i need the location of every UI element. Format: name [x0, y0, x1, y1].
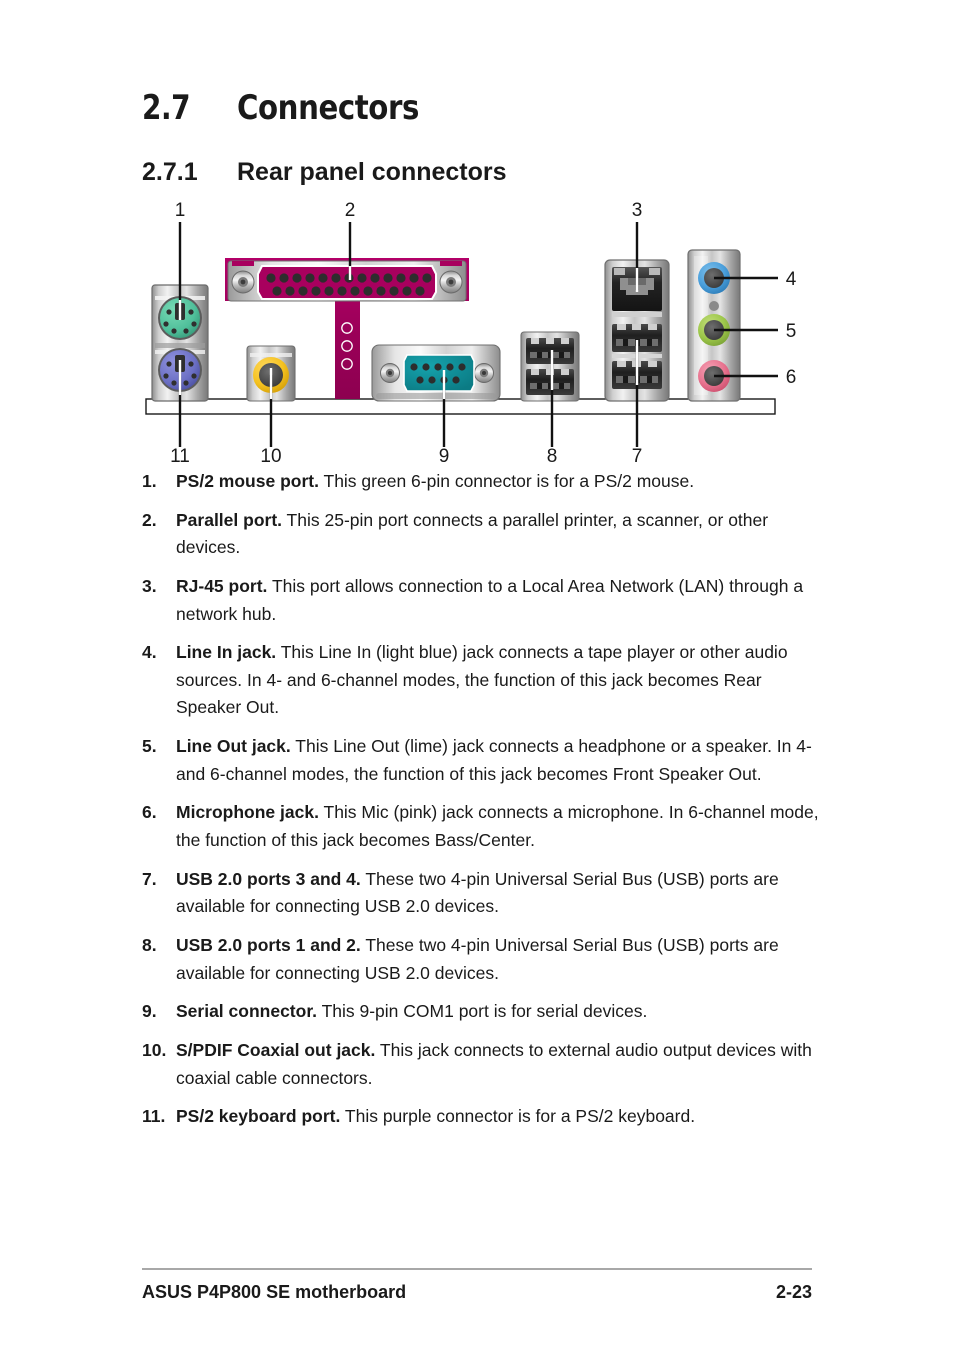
list-item: 8. USB 2.0 ports 1 and 2. These two 4-pi…: [142, 932, 822, 987]
list-item: 3. RJ-45 port. This port allows connecti…: [142, 573, 822, 628]
list-item: 1. PS/2 mouse port. This green 6-pin con…: [142, 468, 822, 496]
list-item-body: Parallel port. This 25-pin port connects…: [176, 507, 822, 562]
callout-4: 4: [786, 269, 797, 290]
list-item-lead: PS/2 mouse port.: [176, 471, 319, 491]
list-item-text: This port allows connection to a Local A…: [176, 575, 804, 624]
parallel-port: [225, 258, 469, 399]
callout-6: 6: [786, 367, 797, 388]
rear-panel-connectors-diagram: 1 2 3 4 5 6 7 8 9 10 11: [0, 200, 954, 465]
audio-jack-panel: [687, 249, 741, 402]
list-item-text: These two 4-pin Universal Serial Bus (US…: [176, 934, 779, 983]
callout-5: 5: [786, 321, 797, 342]
list-item-text: This jack connects to external audio out…: [176, 1039, 812, 1088]
list-item-text: This Mic (pink) jack connects a micropho…: [176, 802, 819, 851]
list-item: 6. Microphone jack. This Mic (pink) jack…: [142, 799, 822, 854]
list-item-lead: Parallel port.: [176, 509, 283, 530]
list-item-body: Microphone jack. This Mic (pink) jack co…: [176, 799, 822, 854]
callout-1: 1: [175, 200, 186, 221]
list-item-text: This Line Out (lime) jack connects a hea…: [176, 736, 812, 784]
callout-leader-highlights: [178, 266, 639, 399]
callout-7: 7: [632, 446, 643, 465]
footer-divider: [142, 1268, 812, 1270]
subsection-heading: 2.7.1 Rear panel connectors: [142, 158, 842, 187]
list-item-index: 6.: [142, 802, 157, 823]
list-item-body: Line Out jack. This Line Out (lime) jack…: [176, 733, 822, 788]
list-item-body: PS/2 mouse port. This green 6-pin connec…: [176, 468, 822, 496]
list-item-index: 1.: [142, 471, 157, 491]
list-item-lead: PS/2 keyboard port.: [176, 1106, 341, 1127]
list-item-body: Line In jack. This Line In (light blue) …: [176, 639, 822, 722]
list-item-lead: Line In jack.: [176, 642, 277, 663]
list-item-index: 11.: [142, 1106, 166, 1127]
list-item-lead: Line Out jack.: [176, 736, 291, 757]
page-footer: ASUS P4P800 SE motherboard 2-23: [142, 1282, 812, 1303]
list-item-text: This Line In (light blue) jack connects …: [176, 642, 788, 718]
list-item-body: USB 2.0 ports 1 and 2. These two 4-pin U…: [176, 932, 822, 987]
section-title: Connectors: [237, 88, 419, 128]
list-item-index: 10.: [142, 1039, 167, 1060]
list-item-text: These two 4-pin Universal Serial Bus (US…: [176, 868, 779, 917]
usb-port-top: [526, 338, 574, 364]
list-item-body: RJ-45 port. This port allows connection …: [176, 573, 822, 628]
usb-ports-1-2: [520, 331, 580, 402]
callout-11: 11: [170, 446, 190, 465]
callout-9: 9: [439, 446, 450, 465]
list-item-index: 8.: [142, 934, 157, 955]
list-item-index: 2.: [142, 509, 157, 530]
list-item-index: 4.: [142, 642, 157, 663]
list-item-lead: Microphone jack.: [176, 802, 319, 823]
list-item-body: PS/2 keyboard port. This purple connecto…: [176, 1103, 822, 1131]
list-item: 4. Line In jack. This Line In (light blu…: [142, 639, 822, 722]
list-item-lead: S/PDIF Coaxial out jack.: [176, 1039, 376, 1060]
list-item-index: 3.: [142, 575, 157, 596]
callout-2: 2: [345, 200, 356, 221]
footer-product-name: ASUS P4P800 SE motherboard: [142, 1282, 407, 1302]
list-item-body: S/PDIF Coaxial out jack. This jack conne…: [176, 1037, 822, 1092]
list-item: 7. USB 2.0 ports 3 and 4. These two 4-pi…: [142, 866, 822, 921]
callout-3: 3: [632, 200, 643, 221]
list-item-index: 9.: [142, 1001, 157, 1022]
usb-port-bottom: [526, 369, 574, 395]
list-item-text: This purple connector is for a PS/2 keyb…: [340, 1106, 696, 1127]
callout-numbers: 1 2 3 4 5 6 7 8 9 10 11: [170, 200, 797, 465]
list-item-index: 7.: [142, 868, 157, 889]
list-item: 9. Serial connector. This 9-pin COM1 por…: [142, 998, 822, 1026]
list-item-text: This 25-pin port connects a parallel pri…: [176, 509, 769, 558]
list-item-body: USB 2.0 ports 3 and 4. These two 4-pin U…: [176, 866, 822, 921]
panel-indicator-dot: [709, 301, 719, 311]
list-item: 5. Line Out jack. This Line Out (lime) j…: [142, 733, 822, 788]
callout-8: 8: [547, 446, 558, 465]
list-item-lead: USB 2.0 ports 1 and 2.: [176, 934, 361, 955]
section-heading: 2.7 Connectors: [142, 88, 842, 128]
list-item-lead: Serial connector.: [176, 1001, 318, 1022]
subsection-title: Rear panel connectors: [237, 158, 507, 186]
list-item-lead: USB 2.0 ports 3 and 4.: [176, 868, 361, 889]
list-item-index: 5.: [142, 736, 157, 757]
callout-10: 10: [260, 446, 281, 465]
subsection-number: 2.7.1: [142, 158, 198, 186]
list-item-text: This 9-pin COM1 port is for serial devic…: [317, 1001, 648, 1022]
section-number: 2.7: [142, 88, 191, 128]
list-item-lead: RJ-45 port.: [176, 575, 268, 596]
list-item-text: This green 6-pin connector is for a PS/2…: [318, 471, 695, 491]
list-item: 2. Parallel port. This 25-pin port conne…: [142, 507, 822, 562]
list-item: 10. S/PDIF Coaxial out jack. This jack c…: [142, 1037, 822, 1092]
footer-page-number: 2-23: [775, 1282, 812, 1302]
connector-description-list: 1. PS/2 mouse port. This green 6-pin con…: [142, 468, 822, 1142]
serial-connector: [371, 344, 501, 402]
ps2-port-stack: [151, 284, 209, 402]
list-item: 11. PS/2 keyboard port. This purple conn…: [142, 1103, 822, 1131]
list-item-body: Serial connector. This 9-pin COM1 port i…: [176, 998, 822, 1026]
